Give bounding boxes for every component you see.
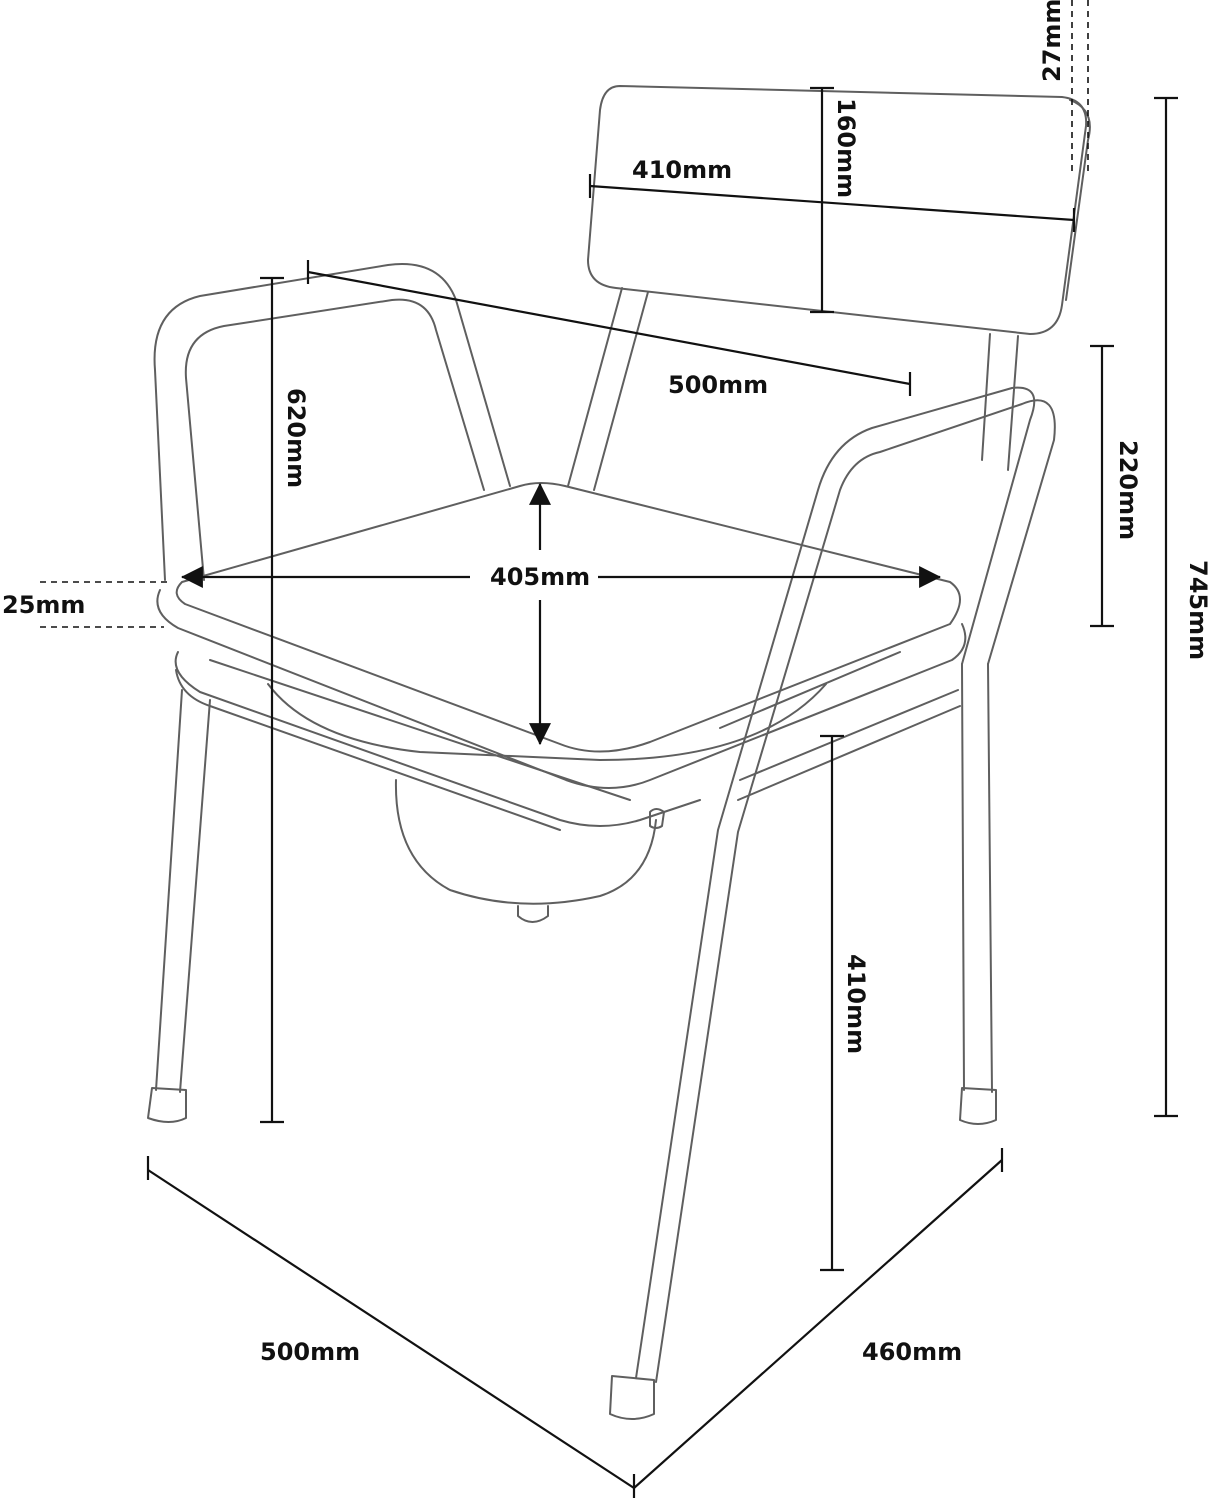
- label-backrest-height: 160mm: [832, 98, 860, 198]
- dim-base-depth: [147, 1169, 635, 1489]
- dim-backrest-width: [589, 184, 1075, 222]
- backrest-post-left: [567, 287, 649, 491]
- armrest-right: [635, 386, 1056, 1383]
- label-arm-to-seat: 220mm: [1114, 440, 1142, 540]
- leg-back-right: [961, 663, 993, 1093]
- foot-cap-back-left: [147, 1087, 187, 1123]
- backrest-post-right: [981, 333, 1019, 471]
- dim-armrest-depth: [307, 270, 911, 386]
- foot-cap-front: [609, 1375, 655, 1420]
- label-backrest-width: 410mm: [632, 156, 732, 184]
- seat-top: [175, 482, 961, 753]
- label-seat-height: 410mm: [842, 954, 870, 1054]
- leg-back-left: [155, 689, 211, 1093]
- dimension-lines: [40, 0, 1178, 1498]
- label-seat-width: 405mm: [490, 563, 590, 591]
- dimension-labels: 27mm 160mm 410mm 500mm 620mm 220mm 745mm…: [2, 0, 1212, 1366]
- label-armrest-depth: 500mm: [668, 371, 768, 399]
- label-total-height: 745mm: [1184, 560, 1212, 660]
- seat-frame-side: [737, 689, 961, 801]
- seat-edge: [156, 589, 967, 789]
- chair-outline: [147, 85, 1091, 1420]
- label-armrest-height: 620mm: [282, 388, 310, 488]
- backrest-panel: [587, 85, 1088, 335]
- seat-grid-rail: [209, 651, 901, 801]
- seat-frame-rail: [174, 651, 701, 831]
- bucket-rim: [267, 683, 827, 761]
- label-base-width: 460mm: [862, 1338, 962, 1366]
- dim-base-width: [633, 1159, 1003, 1489]
- armrest-left: [153, 263, 511, 581]
- label-backrest-thickness: 27mm: [1038, 0, 1066, 82]
- bucket-handle-pin: [649, 808, 665, 829]
- foot-cap-back-right: [959, 1087, 997, 1125]
- bucket-foot: [517, 905, 549, 923]
- commode-bucket: [394, 779, 657, 905]
- backrest-edge: [1065, 99, 1091, 301]
- label-base-depth: 500mm: [260, 1338, 360, 1366]
- label-seat-thickness: 25mm: [2, 591, 85, 619]
